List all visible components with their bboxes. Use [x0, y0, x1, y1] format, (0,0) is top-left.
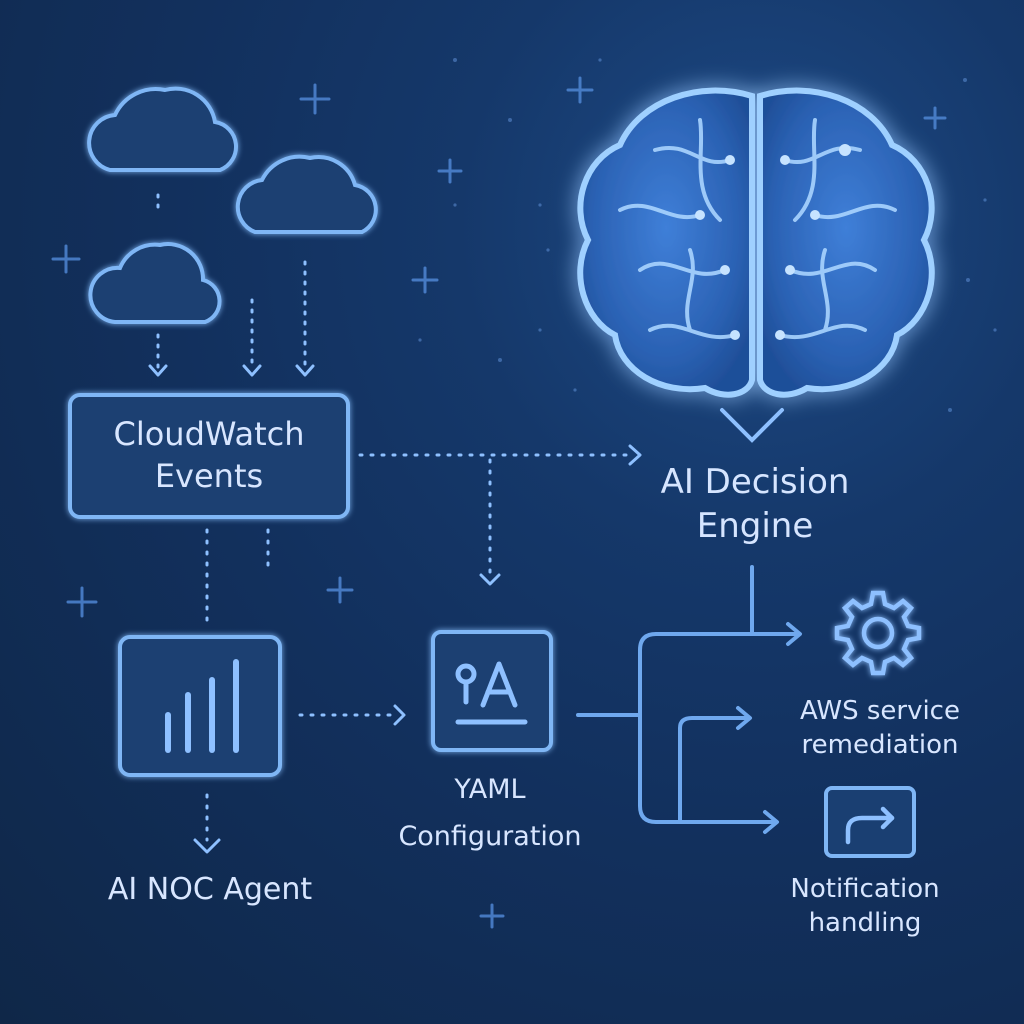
cloudwatch-events-box	[68, 393, 350, 519]
noc-agent-box	[118, 635, 282, 777]
brain-icon	[577, 87, 935, 398]
decision-engine-label: AI Decision Engine	[660, 462, 850, 547]
cloud-icon	[235, 154, 378, 234]
notification-label: Notification handling	[790, 874, 940, 938]
gear-icon	[834, 590, 922, 676]
notification-box	[824, 786, 916, 858]
cloud-icon	[87, 86, 238, 172]
sparkle-icon	[299, 83, 331, 115]
yaml-file-icon	[455, 661, 528, 725]
bar-chart-icon	[165, 659, 239, 753]
yaml-config-label: YAML Configuration	[398, 774, 582, 853]
forward-arrow-icon	[845, 806, 895, 845]
remediation-label: AWS service remediation	[800, 696, 960, 760]
cloud-icon	[88, 242, 222, 324]
cloudwatch-events-label: CloudWatch Events	[113, 415, 305, 495]
noc-agent-label: AI NOC Agent	[107, 872, 313, 907]
